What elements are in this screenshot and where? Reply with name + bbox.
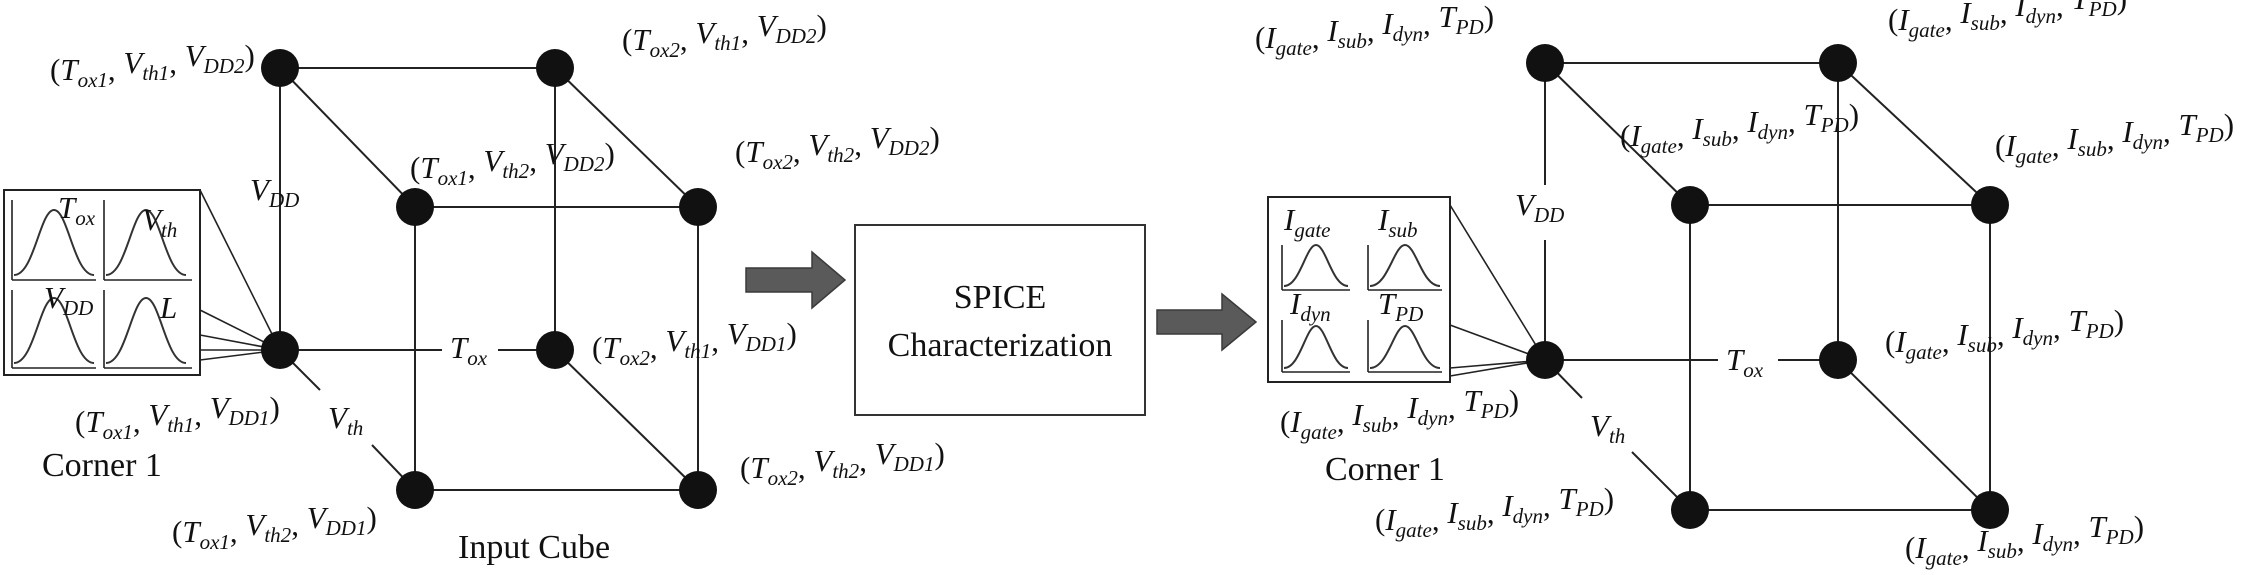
- edge: [1837, 359, 1991, 511]
- cube-node: [1671, 186, 1709, 224]
- output-axis-vth: Vth: [1590, 408, 1625, 448]
- spice-line2: Characterization: [888, 327, 1113, 364]
- cube-node: [679, 471, 717, 509]
- dist-label-vth: Vth: [142, 202, 177, 242]
- gaussian-curve: [1283, 324, 1349, 369]
- output-corner-label: (Igate, Isub, Idyn, TPD): [1375, 481, 1614, 542]
- cube-node: [261, 49, 299, 87]
- cube-node: [1819, 44, 1857, 82]
- gaussian-curve: [105, 208, 187, 276]
- spice-box-frame: [854, 224, 1146, 416]
- callout-line: [1449, 204, 1546, 361]
- cube-node: [1819, 341, 1857, 379]
- spice-line1: SPICE: [954, 279, 1047, 316]
- input-corner-label: (Tox2, Vth2, VDD1): [740, 436, 945, 490]
- edge: [1837, 62, 1991, 206]
- cube-node: [536, 49, 574, 87]
- cube-node: [536, 331, 574, 369]
- gaussian-curve: [13, 208, 95, 276]
- gaussian-curve: [1283, 243, 1349, 287]
- input-cube-edges: [199, 67, 699, 491]
- input-corner-label: (Tox1, Vth2, VDD2): [410, 136, 615, 190]
- cube-node: [679, 188, 717, 226]
- input-corner-caption: Corner 1: [42, 447, 162, 484]
- cube-node: [1526, 44, 1564, 82]
- output-corner-caption: Corner 1: [1325, 451, 1445, 488]
- input-corner-label: (Tox2, Vth1, VDD1): [592, 316, 797, 370]
- cube-node-corner1: [1526, 341, 1564, 379]
- cube-node-corner1: [261, 331, 299, 369]
- edge: [554, 349, 699, 491]
- cube-node: [396, 471, 434, 509]
- input-cube-nodes: [261, 49, 717, 509]
- gaussian-curve: [1369, 243, 1441, 287]
- input-cube-caption: Input Cube: [458, 529, 610, 566]
- input-corner-label: (Tox1, Vth1, VDD1): [75, 390, 280, 444]
- gaussian-curve: [1369, 324, 1441, 369]
- gaussian-curve: [13, 296, 95, 364]
- gaussian-curve: [105, 296, 187, 364]
- output-corner-label: (Igate, Isub, Idyn, TPD): [1280, 383, 1519, 444]
- dist-label-tpd: TPD: [1378, 286, 1423, 326]
- edge: [1544, 62, 1691, 206]
- input-corner-label: (Tox1, Vth1, VDD2): [50, 38, 255, 92]
- output-distribution-box: Igate Isub Idyn TPD: [1267, 196, 1451, 383]
- edge: [554, 67, 699, 208]
- output-corner-labels: (Igate, Isub, Idyn, TPD) (Igate, Isub, Id…: [1255, 0, 2234, 570]
- input-axis-vth: Vth: [328, 400, 363, 440]
- output-corner-label: (Igate, Isub, Idyn, TPD): [1905, 509, 2144, 570]
- input-distribution-box: Tox Vth VDD L: [3, 189, 201, 376]
- dist-label-l: L: [159, 290, 177, 325]
- output-corner-label: (Igate, Isub, Idyn, TPD): [1995, 107, 2234, 168]
- input-axis-vdd: VDD: [250, 172, 299, 212]
- input-corner-label: (Tox2, Vth1, VDD2): [622, 8, 827, 62]
- output-corner-label: (Igate, Isub, Idyn, TPD): [1885, 303, 2124, 364]
- dist-label-tox: Tox: [58, 190, 96, 230]
- output-cube-nodes: [1526, 44, 2009, 529]
- output-corner-label: (Igate, Isub, Idyn, TPD): [1888, 0, 2127, 42]
- cube-node: [1671, 491, 1709, 529]
- output-axis-vdd: VDD: [1515, 187, 1564, 227]
- cube-node: [1971, 186, 2009, 224]
- cube-node: [1971, 491, 2009, 529]
- flow-arrow-1: [745, 250, 847, 310]
- input-corner-label: (Tox2, Vth2, VDD2): [735, 120, 940, 174]
- spice-box: SPICE Characterization: [854, 224, 1146, 416]
- dist-label-isub: Isub: [1377, 202, 1418, 242]
- input-corner-labels: (Tox1, Vth1, VDD2) (Tox2, Vth1, VDD2) (Tox…: [50, 8, 945, 554]
- dist-label-vdd: VDD: [44, 280, 93, 320]
- dist-label-igate: Igate: [1283, 202, 1330, 242]
- callout-line: [199, 189, 281, 351]
- input-corner-label: (Tox1, Vth2, VDD1): [172, 500, 377, 554]
- flow-arrow-2: [1156, 292, 1258, 352]
- output-corner-label: (Igate, Isub, Idyn, TPD): [1255, 0, 1494, 60]
- input-axis-tox: Tox: [450, 330, 488, 370]
- output-corner-label: (Igate, Isub, Idyn, TPD): [1620, 97, 1859, 158]
- dist-box-frame: [3, 189, 201, 376]
- cube-node: [396, 188, 434, 226]
- output-axis-tox: Tox: [1726, 342, 1764, 382]
- dist-label-idyn: Idyn: [1289, 286, 1331, 326]
- edge: [279, 67, 416, 208]
